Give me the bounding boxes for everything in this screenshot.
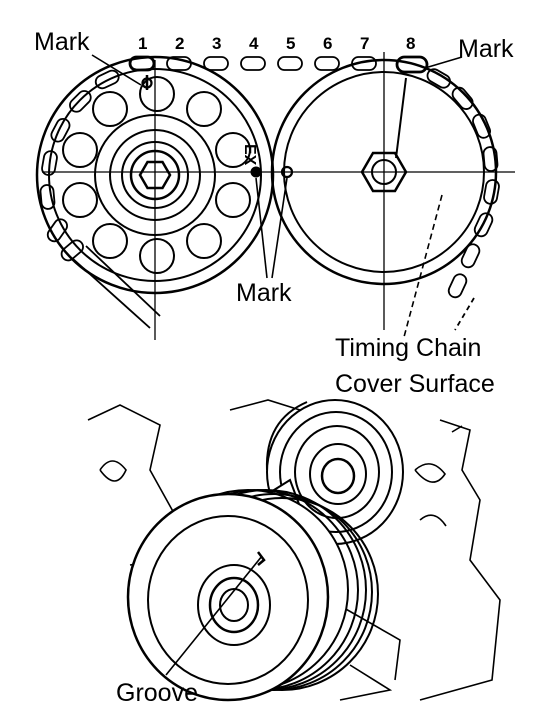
groove-label: Groove — [116, 679, 198, 707]
timing-chain-label-line1: Timing Chain — [335, 334, 481, 362]
camshaft-sprockets-figure — [35, 52, 515, 340]
reference-lines — [42, 52, 515, 340]
link-number-6: 6 — [323, 34, 332, 53]
mark-label-center: Mark — [236, 279, 292, 307]
link-number-3: 3 — [212, 34, 221, 53]
link-number-7: 7 — [360, 34, 369, 53]
sprocket-holes — [62, 76, 251, 274]
timing-chain-left-run — [39, 69, 161, 329]
link-number-8: 8 — [406, 34, 415, 53]
timing-marks — [141, 75, 407, 179]
ex-mark-label: EX — [241, 144, 258, 166]
link-number-4: 4 — [249, 34, 259, 53]
link-number-2: 2 — [175, 34, 184, 53]
mark-label-right: Mark — [458, 35, 514, 63]
link-number-5: 5 — [286, 34, 295, 53]
timing-chain-label-line2: Cover Surface — [335, 370, 495, 398]
leader-lines — [91, 54, 463, 338]
crankshaft-pulley — [126, 489, 379, 702]
crankshaft-pulley-figure — [87, 399, 501, 702]
mark-label-left: Mark — [34, 28, 90, 56]
timing-chain-top-run — [128, 55, 429, 74]
groove-leader-line — [165, 555, 263, 676]
chain-link-numbers: 1 2 3 4 5 6 7 8 — [138, 34, 415, 53]
link-number-1: 1 — [138, 34, 147, 53]
timing-chain-right-run — [426, 68, 500, 331]
